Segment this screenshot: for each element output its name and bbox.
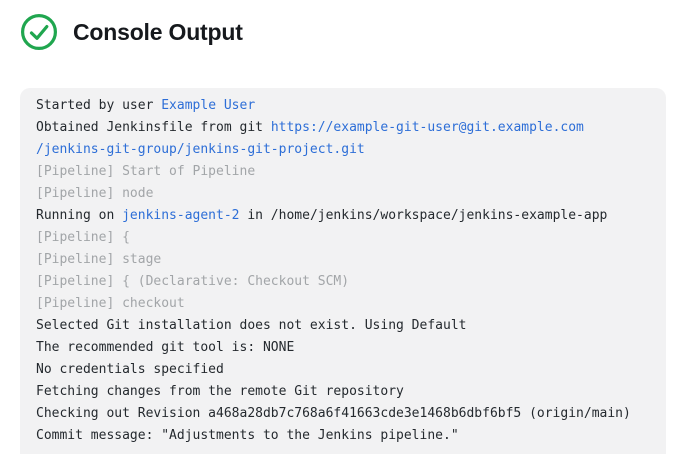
console-line: No credentials specified [36, 359, 650, 381]
console-text: The recommended git tool is: NONE [36, 340, 295, 355]
console-text: No credentials specified [36, 362, 224, 377]
console-text: [Pipeline] { [36, 230, 130, 245]
check-circle-icon [21, 14, 57, 50]
console-line: Checking out Revision a468a28db7c768a6f4… [36, 403, 650, 425]
page-header: Console Output [19, 12, 243, 52]
console-line: [Pipeline] { (Declarative: Checkout SCM) [36, 271, 650, 293]
console-text: Checking out Revision a468a28db7c768a6f4… [36, 406, 631, 421]
console-link[interactable]: /jenkins-git-group/jenkins-git-project.g… [36, 142, 365, 157]
console-line: [Pipeline] { [36, 227, 650, 249]
console-line: [Pipeline] checkout [36, 293, 650, 315]
console-text: [Pipeline] Start of Pipeline [36, 164, 256, 179]
console-link[interactable]: jenkins-agent-2 [122, 208, 240, 223]
page-title: Console Output [73, 18, 243, 45]
console-link[interactable]: Example User [161, 98, 256, 113]
console-text: [Pipeline] { (Declarative: Checkout SCM) [36, 274, 350, 289]
console-text: in /home/jenkins/workspace/jenkins-examp… [239, 208, 608, 223]
console-text: Running on [36, 208, 123, 223]
console-line: The recommended git tool is: NONE [36, 337, 650, 359]
console-line: [Pipeline] Start of Pipeline [36, 161, 650, 183]
console-text: Obtained Jenkinsfile from git [36, 120, 271, 135]
console-text: Selected Git installation does not exist… [36, 318, 467, 333]
console-text: Commit message: "Adjustments to the Jenk… [36, 428, 459, 443]
console-line: /jenkins-git-group/jenkins-git-project.g… [36, 139, 650, 161]
console-line: Running on jenkins-agent-2 in /home/jenk… [36, 205, 650, 227]
console-line: Selected Git installation does not exist… [36, 315, 650, 337]
console-text: [Pipeline] node [36, 186, 154, 201]
console-line: [Pipeline] node [36, 183, 650, 205]
console-text: Fetching changes from the remote Git rep… [36, 384, 404, 399]
console-link[interactable]: https://example-git-user@git.example.com [270, 120, 584, 135]
console-line: Commit message: "Adjustments to the Jenk… [36, 425, 650, 447]
console-text: [Pipeline] checkout [36, 296, 185, 311]
console-line: Fetching changes from the remote Git rep… [36, 381, 650, 403]
console-line: Started by user Example User [36, 95, 650, 117]
console-line: Obtained Jenkinsfile from git https://ex… [36, 117, 650, 139]
console-line: [Pipeline] stage [36, 249, 650, 271]
console-text: Started by user [36, 98, 162, 113]
console-text: [Pipeline] stage [36, 252, 162, 267]
